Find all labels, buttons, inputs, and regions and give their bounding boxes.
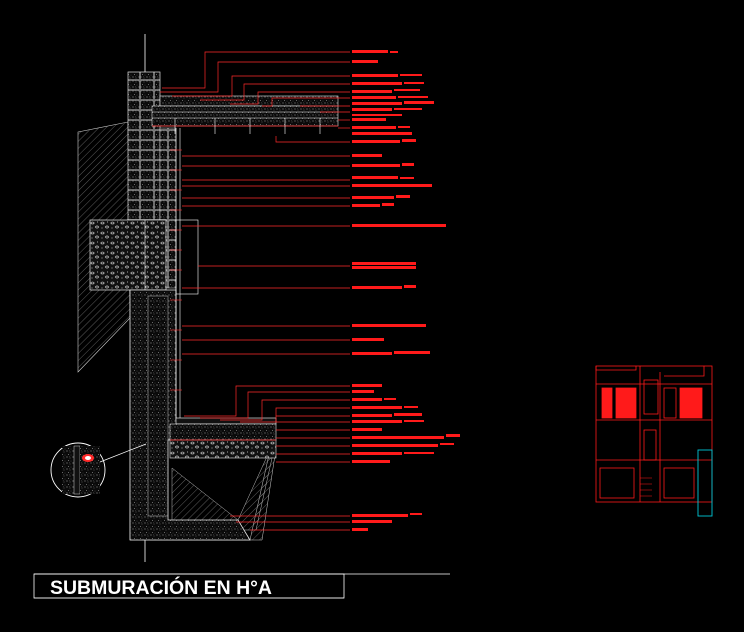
lower-floor-gravel: [169, 439, 277, 459]
detail-zone-box: [175, 219, 199, 295]
drawing-title-block: SUBMURACIÓN EN H°A: [33, 573, 450, 599]
annotation-leaders-upper: [160, 51, 350, 355]
drawing-title: SUBMURACIÓN EN H°A: [50, 577, 272, 599]
lower-floor-finish: [175, 417, 277, 425]
detail-callout-content: [62, 445, 100, 495]
key-plan-elevation: [595, 365, 713, 517]
viewport-frame: [697, 449, 713, 517]
annotation-text-blocks: [352, 50, 460, 531]
soil-hatch-foot: [171, 449, 273, 531]
existing-foundation: [89, 219, 167, 291]
section-detail: [50, 34, 460, 562]
brick-wall-upper: [127, 71, 161, 223]
upper-slab: [159, 95, 339, 107]
detail-callout-leader: [99, 443, 147, 463]
upper-slab-structure: [151, 105, 339, 127]
lower-floor-slab: [169, 423, 277, 441]
annotation-leaders-lower: [184, 385, 350, 531]
